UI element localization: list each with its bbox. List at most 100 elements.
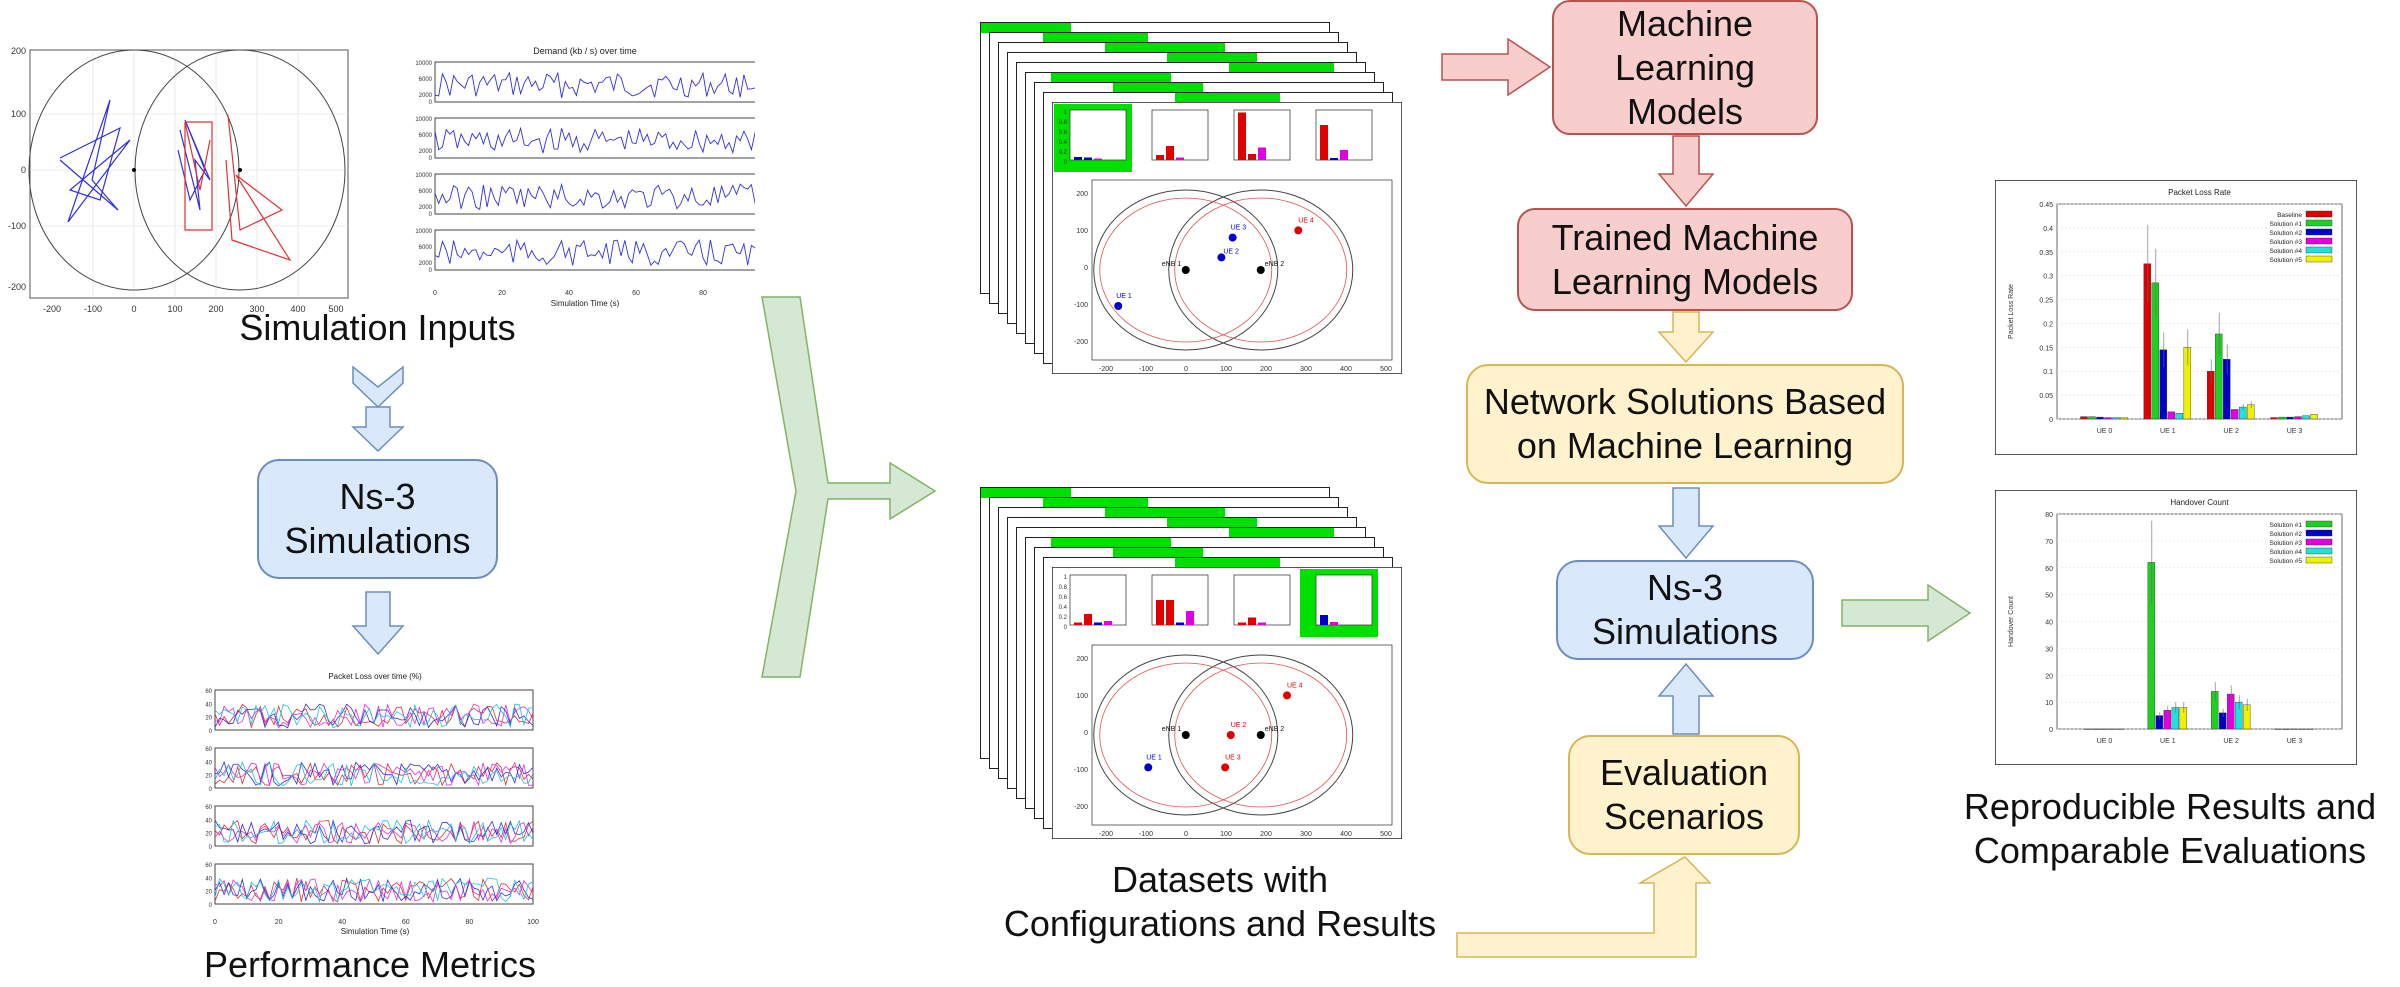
- reproducible-caption: Reproducible Results and Comparable Eval…: [1963, 786, 2377, 871]
- legend-swatch: [2305, 237, 2333, 245]
- chart-bar: [2163, 709, 2172, 730]
- mini-ytick: 0.8: [1059, 585, 1068, 591]
- demand-ytick: 0: [429, 268, 433, 274]
- chart-bar: [2171, 707, 2180, 730]
- enb-point: [1181, 731, 1190, 739]
- chart-ytick: 0.25: [2039, 298, 2053, 305]
- packet-loss-ytick: 60: [205, 863, 212, 869]
- packet-loss-xtick: 40: [338, 919, 346, 926]
- demand-title: Demand (kb / s) over time: [533, 46, 637, 56]
- ns3-left-label: Ns-3 Simulations: [284, 476, 471, 561]
- demand-ytick: 0: [429, 212, 433, 218]
- legend-label: Solution #3: [2269, 540, 2302, 547]
- demand-trace: [434, 71, 755, 98]
- legend-label: Solution #4: [2269, 549, 2302, 556]
- mini-bar: [1258, 622, 1266, 625]
- mini-bar: [1094, 158, 1102, 160]
- chart-ytick: 60: [2045, 566, 2053, 573]
- chart-ytick: 30: [2045, 646, 2053, 653]
- demand-trace: [434, 238, 755, 267]
- enb-point: [1256, 731, 1265, 739]
- dataset-sheet-highlight: [1051, 538, 1171, 548]
- chart-ytick: 0.05: [2039, 393, 2053, 400]
- down-arrow-yellow: [1657, 311, 1715, 364]
- merge-arrow: [761, 296, 937, 678]
- packet-loss-trace: [214, 761, 534, 787]
- chart-xtick: UE 3: [2287, 428, 2303, 435]
- demand-xtick: 60: [632, 290, 640, 297]
- packet-loss-xtick: 100: [527, 919, 539, 926]
- packet-loss-xtick: 20: [275, 919, 283, 926]
- chart-bar: [2210, 691, 2219, 730]
- demand-ytick: 2000: [419, 261, 433, 267]
- demand-ytick: 6000: [419, 189, 433, 195]
- mini-bar-chart: [1151, 109, 1209, 161]
- mini-ytick: 0.2: [1059, 150, 1068, 156]
- chart-bar: [2306, 728, 2314, 730]
- ue-label: UE 3: [1225, 754, 1241, 761]
- demand-ytick: 2000: [419, 205, 433, 211]
- dataset-xtick: 100: [1220, 831, 1232, 838]
- packet-loss-xlabel: Simulation Time (s): [341, 927, 410, 936]
- mini-bar: [1330, 158, 1338, 160]
- chart-ytick: 0.1: [2043, 369, 2053, 376]
- mini-bar: [1166, 600, 1174, 625]
- simulation-inputs-caption: Simulation Inputs: [239, 307, 516, 348]
- ue-point: [1221, 763, 1230, 772]
- dataset-sheet-highlight: [1113, 83, 1203, 93]
- dataset-sheet-highlight: [1167, 518, 1257, 528]
- legend-swatch: [2305, 210, 2333, 218]
- chart-title: Handover Count: [2170, 498, 2229, 507]
- dataset-sheet-highlight: [1229, 528, 1334, 538]
- chart-bar: [2282, 728, 2290, 730]
- ue-point: [1294, 226, 1303, 235]
- packet-loss-trace: [214, 703, 534, 729]
- dataset-xtick: 400: [1340, 831, 1352, 838]
- dataset-ytick: 100: [1076, 693, 1088, 700]
- chart-bar: [2302, 415, 2310, 420]
- dataset-xtick: -200: [1099, 366, 1113, 373]
- ue-point: [1226, 731, 1235, 739]
- packet-loss-time-plot: Packet Loss over time (%) 60402006040200…: [205, 672, 539, 936]
- topo-xtick: 100: [167, 304, 182, 314]
- demand-xtick: 40: [565, 290, 573, 297]
- dataset-sheet-highlight: [1167, 53, 1257, 63]
- ue-point: [1114, 302, 1123, 310]
- chart-bar: [2151, 282, 2160, 420]
- packet-loss-xtick: 0: [213, 919, 217, 926]
- chart-title: Packet Loss Rate: [2168, 188, 2231, 197]
- demand-ytick: 6000: [419, 77, 433, 83]
- handover-count-chart: Handover Count80706050403020100Handover …: [1995, 490, 2357, 765]
- chart-bar: [2104, 417, 2112, 420]
- packet-loss-panel: [214, 805, 534, 847]
- chart-bar: [2116, 728, 2124, 730]
- packet-loss-ytick: 20: [205, 716, 212, 722]
- mini-ytick: 0: [1064, 160, 1068, 166]
- chart-ytick: 0.35: [2039, 250, 2053, 257]
- topo-ytick: -200: [8, 282, 26, 292]
- legend-swatch: [2305, 520, 2333, 528]
- topo-ytick: -100: [8, 221, 26, 231]
- demand-xtick: 20: [498, 290, 506, 297]
- topo-xtick: 200: [208, 304, 223, 314]
- chart-ytick: 0.3: [2043, 274, 2053, 281]
- packet-loss-trace: [214, 877, 534, 904]
- topology-plot: 200 100 0 -100 -200 -200 -100 0 100 200 …: [8, 46, 349, 314]
- demand-xtick: 80: [699, 290, 707, 297]
- up-arrow-blue: [1657, 662, 1715, 735]
- legend-label: Solution #4: [2269, 248, 2302, 255]
- chart-bar: [2294, 416, 2302, 420]
- packet-loss-ytick: 20: [205, 890, 212, 896]
- evaluation-label: Evaluation Scenarios: [1599, 752, 1769, 837]
- ml-models-label: Machine Learning Models: [1614, 2, 1756, 132]
- mini-bar: [1320, 615, 1328, 625]
- mini-bar: [1248, 154, 1256, 160]
- legend-swatch: [2305, 529, 2333, 537]
- demand-ytick: 2000: [419, 149, 433, 155]
- dataset-xtick: 200: [1260, 366, 1272, 373]
- dataset-xtick: -100: [1139, 831, 1153, 838]
- mini-bar: [1084, 614, 1092, 625]
- chart-bar: [2092, 728, 2100, 730]
- dataset-ytick: -100: [1074, 302, 1088, 309]
- mini-bar: [1156, 600, 1164, 625]
